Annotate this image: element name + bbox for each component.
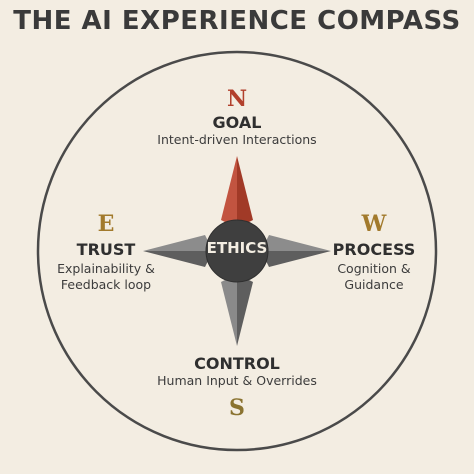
south-letter: S [229, 395, 245, 421]
north-needle-right [237, 156, 253, 228]
south-needle-right [237, 274, 253, 346]
process-title: PROCESS [332, 240, 416, 259]
east-side-letter: W [361, 211, 387, 237]
south-needle-left [221, 274, 237, 346]
trust-description-line-2: Feedback loop [60, 277, 152, 292]
east-needle-top [261, 235, 331, 251]
west-needle-bottom [143, 251, 213, 267]
west-needle-top [143, 235, 213, 251]
process-description-line-1: Cognition & [337, 261, 411, 276]
ethics-label: ETHICS [206, 239, 268, 257]
control-title: CONTROL [194, 354, 280, 373]
process-description-line-2: Guidance [344, 277, 404, 292]
page-title: THE AI EXPERIENCE COMPASS [13, 6, 461, 36]
north-needle-left [221, 156, 237, 228]
goal-description: Intent-driven Interactions [157, 132, 317, 147]
goal-title: GOAL [212, 113, 262, 132]
west-side-letter: E [97, 211, 115, 237]
center-disc [205, 219, 269, 283]
trust-title: TRUST [76, 240, 136, 259]
east-needle-bottom [261, 251, 331, 267]
trust-description-line-1: Explainability & [57, 261, 155, 276]
control-description: Human Input & Overrides [157, 373, 317, 388]
compass-ring [36, 50, 438, 452]
north-letter: N [226, 86, 248, 112]
